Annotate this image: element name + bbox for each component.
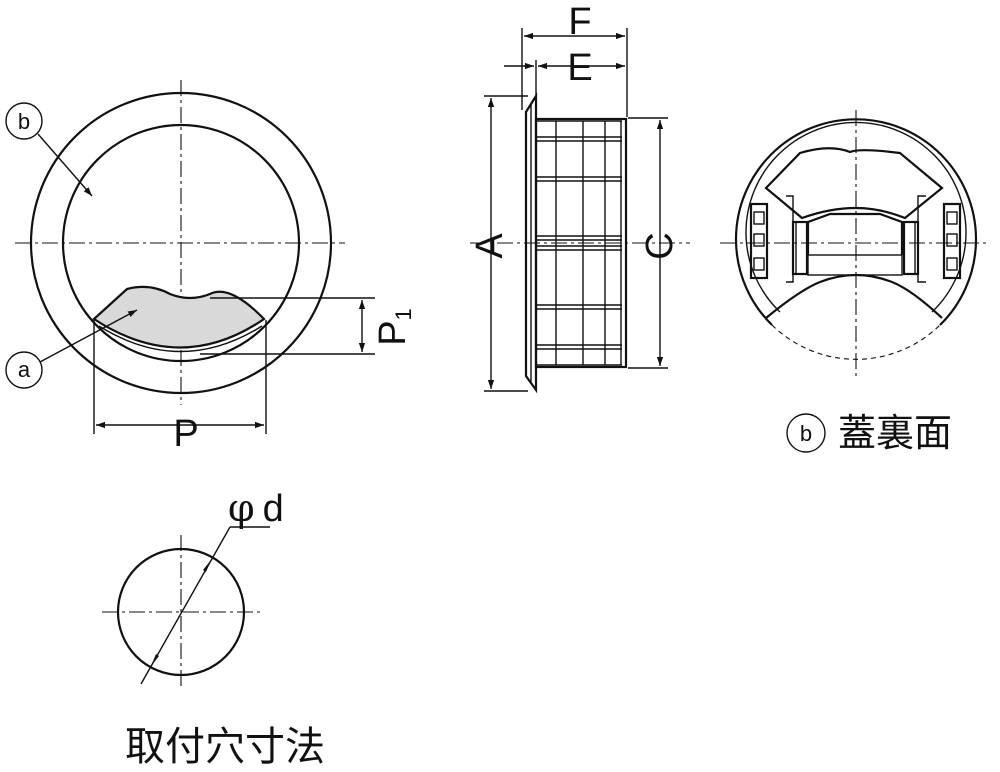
mounting-hole-caption: 取付穴寸法 xyxy=(125,724,325,770)
svg-text:P1: P1 xyxy=(372,308,416,346)
callout-b-label: b xyxy=(18,109,30,134)
dim-P-label: P xyxy=(173,413,198,455)
lid-back-caption: 蓋裏面 xyxy=(838,411,952,455)
lid-back-view: b 蓋裏面 xyxy=(720,110,990,455)
svg-text:C: C xyxy=(639,232,681,259)
callout-a-label: a xyxy=(18,357,31,382)
callout-b-circle xyxy=(5,102,43,140)
side-view: A C F E xyxy=(469,1,690,394)
callout-a-circle xyxy=(5,351,43,389)
dim-P1-label: P1 xyxy=(372,308,416,346)
callout-b-view-circle xyxy=(786,413,826,453)
dim-A-label: A xyxy=(469,233,511,259)
cord-opening-a xyxy=(92,285,266,349)
dim-F-label: F xyxy=(568,1,591,43)
dim-E-label: E xyxy=(567,47,592,89)
front-view: P P1 b a xyxy=(5,80,416,455)
svg-text:A: A xyxy=(469,233,511,259)
dim-C-label: C xyxy=(639,232,681,259)
callout-b-view-label: b xyxy=(800,421,812,446)
